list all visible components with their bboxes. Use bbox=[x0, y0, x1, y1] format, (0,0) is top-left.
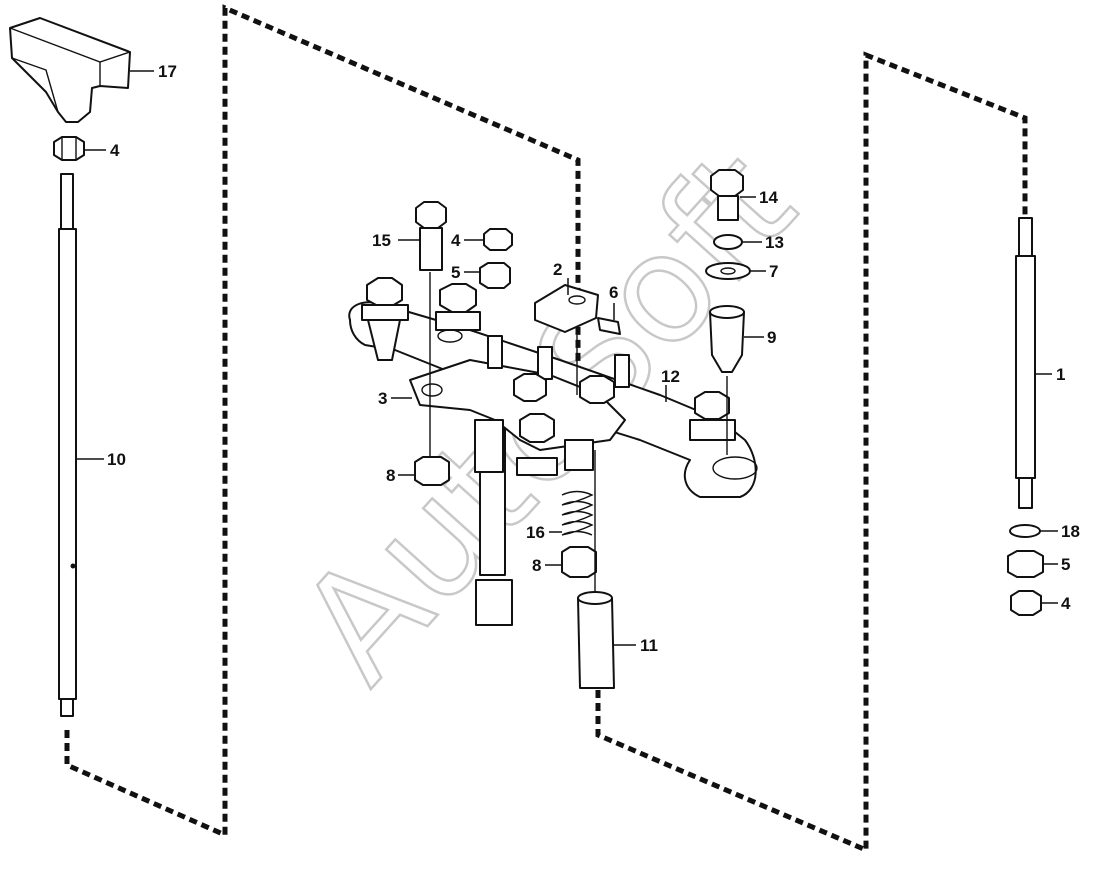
dashed-reference-line-right bbox=[595, 51, 1028, 854]
bolt-part-15 bbox=[415, 201, 447, 271]
callout-7: 7 bbox=[769, 262, 778, 281]
callout-18: 18 bbox=[1061, 522, 1080, 541]
nut-part-4-left bbox=[53, 136, 85, 161]
washer-part-7 bbox=[705, 262, 751, 280]
nut-part-5-right bbox=[1007, 550, 1044, 578]
callout-1: 1 bbox=[1056, 365, 1065, 384]
callout-8-upper: 8 bbox=[386, 466, 395, 485]
callout-12: 12 bbox=[661, 367, 680, 386]
cone-part-9 bbox=[709, 305, 745, 373]
nut-part-8-lower bbox=[561, 546, 597, 578]
washer-part-13 bbox=[713, 234, 743, 250]
callout-5-right: 5 bbox=[1061, 555, 1070, 574]
washer-part-18 bbox=[1009, 524, 1041, 538]
nut-part-4-center bbox=[483, 228, 513, 251]
bolt-part-14 bbox=[710, 169, 744, 221]
callout-16: 16 bbox=[526, 523, 545, 542]
callout-5-center: 5 bbox=[451, 263, 460, 282]
flange-bolts-main bbox=[361, 277, 736, 476]
callout-4-right: 4 bbox=[1061, 594, 1071, 613]
nut-part-5-center bbox=[479, 262, 511, 289]
block-part-2 bbox=[534, 284, 599, 333]
nut-part-8-upper bbox=[414, 456, 450, 486]
spring-part-16 bbox=[561, 490, 594, 536]
callout-17: 17 bbox=[158, 62, 177, 81]
callout-3: 3 bbox=[378, 389, 387, 408]
nut-part-4-right bbox=[1010, 590, 1042, 616]
callout-2: 2 bbox=[553, 260, 562, 279]
callout-4-center: 4 bbox=[451, 231, 461, 250]
callout-11: 11 bbox=[640, 636, 658, 655]
callout-10: 10 bbox=[107, 450, 126, 469]
callout-9: 9 bbox=[767, 328, 776, 347]
rod-part-10 bbox=[58, 173, 77, 717]
callout-8-lower: 8 bbox=[532, 556, 541, 575]
dashed-reference-line-left bbox=[64, 4, 581, 839]
callout-6: 6 bbox=[609, 283, 618, 302]
sleeve-part-11 bbox=[577, 591, 615, 689]
callout-4-left: 4 bbox=[110, 141, 120, 160]
leader-lines bbox=[76, 70, 1058, 646]
rod-part-1 bbox=[1015, 217, 1036, 509]
bracket-plate-part-3 bbox=[409, 335, 630, 473]
t-handle-part-17 bbox=[9, 17, 131, 123]
callout-15: 15 bbox=[372, 231, 391, 250]
callout-13: 13 bbox=[765, 233, 784, 252]
pin-part-6 bbox=[597, 317, 621, 335]
callout-labels: 17 4 10 15 4 5 2 6 3 8 16 8 11 12 14 13 … bbox=[107, 62, 1080, 655]
callout-14: 14 bbox=[759, 188, 778, 207]
